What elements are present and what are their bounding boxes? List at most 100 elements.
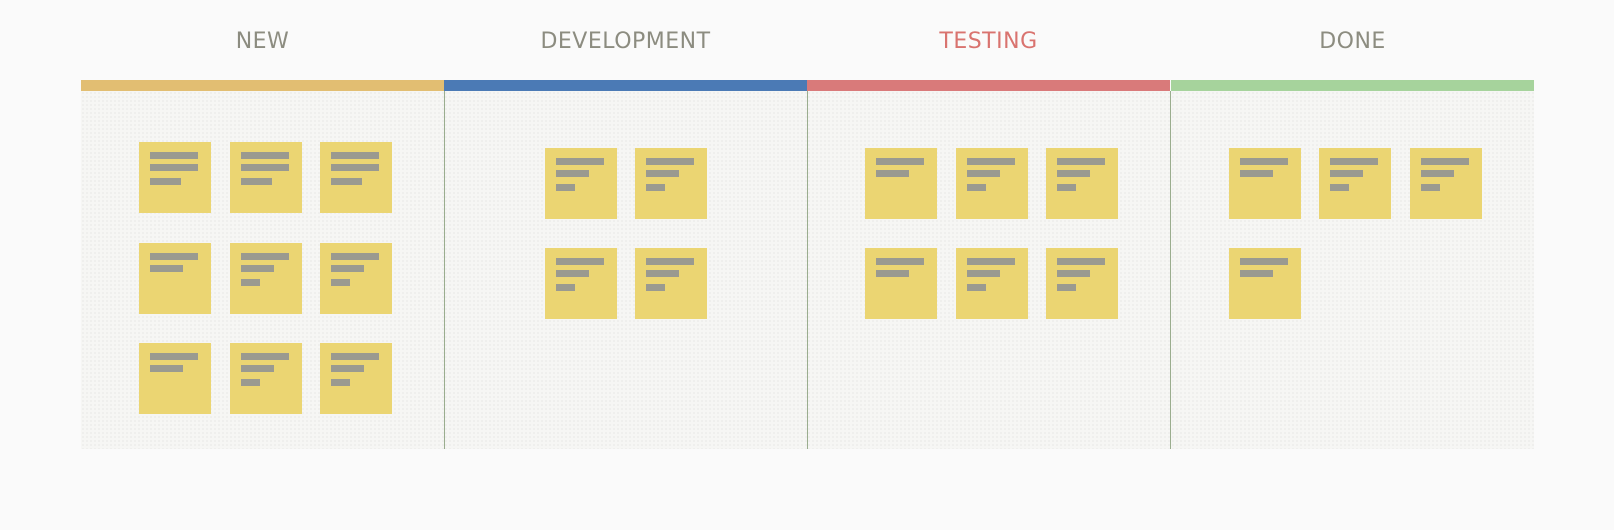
task-card[interactable] (1229, 248, 1301, 319)
card-text-line (646, 170, 679, 177)
column-title-done: DONE (1319, 29, 1386, 54)
card-text-line (967, 158, 1015, 165)
card-text-line (241, 353, 289, 360)
card-text-line (646, 258, 694, 265)
card-text-line (646, 158, 694, 165)
card-text-line (967, 258, 1015, 265)
task-card[interactable] (230, 243, 302, 314)
card-text-line (1057, 270, 1090, 277)
card-text-line (241, 178, 272, 185)
card-text-line (1330, 170, 1363, 177)
task-card[interactable] (320, 343, 392, 414)
task-card[interactable] (1229, 148, 1301, 219)
task-card[interactable] (139, 142, 211, 213)
card-text-line (331, 379, 350, 386)
card-text-line (1240, 158, 1288, 165)
card-text-line (150, 365, 183, 372)
task-card[interactable] (865, 248, 937, 319)
card-text-line (646, 270, 679, 277)
column-title-new: NEW (235, 29, 290, 54)
card-text-line (556, 284, 575, 291)
task-card[interactable] (956, 248, 1028, 319)
column-bar-done (1171, 80, 1534, 91)
card-text-line (241, 152, 289, 159)
column-title-testing: TESTING (939, 29, 1038, 54)
card-text-line (1057, 184, 1076, 191)
card-text-line (556, 270, 589, 277)
card-text-line (876, 270, 909, 277)
card-text-line (331, 265, 364, 272)
card-text-line (150, 178, 181, 185)
card-text-line (556, 258, 604, 265)
column-divider (807, 91, 808, 449)
task-card[interactable] (1319, 148, 1391, 219)
card-text-line (241, 265, 274, 272)
task-card[interactable] (1046, 248, 1118, 319)
column-body-testing (807, 91, 1170, 449)
card-text-line (1240, 258, 1288, 265)
card-text-line (241, 164, 289, 171)
card-text-line (331, 353, 379, 360)
column-development: DEVELOPMENT (444, 0, 807, 530)
task-card[interactable] (230, 343, 302, 414)
task-card[interactable] (320, 243, 392, 314)
card-text-line (1057, 284, 1076, 291)
column-testing: TESTING (807, 0, 1170, 530)
card-text-line (331, 178, 362, 185)
card-text-line (1057, 158, 1105, 165)
card-text-line (1330, 184, 1349, 191)
card-text-line (241, 365, 274, 372)
kanban-board: NEW DEVELOPMENT TESTING (81, 0, 1534, 530)
card-text-line (150, 265, 183, 272)
task-card[interactable] (1046, 148, 1118, 219)
card-text-line (1330, 158, 1378, 165)
card-text-line (646, 184, 665, 191)
column-divider (444, 91, 445, 449)
task-card[interactable] (635, 248, 707, 319)
task-card[interactable] (956, 148, 1028, 219)
card-text-line (646, 284, 665, 291)
task-card[interactable] (139, 243, 211, 314)
card-text-line (331, 279, 350, 286)
task-card[interactable] (320, 142, 392, 213)
card-text-line (876, 170, 909, 177)
card-text-line (1421, 158, 1469, 165)
card-text-line (1240, 170, 1273, 177)
card-text-line (1421, 184, 1440, 191)
card-text-line (967, 284, 986, 291)
card-text-line (331, 152, 379, 159)
column-bar-new (81, 80, 444, 91)
task-card[interactable] (635, 148, 707, 219)
task-card[interactable] (1410, 148, 1482, 219)
card-text-line (1240, 270, 1273, 277)
card-text-line (331, 164, 379, 171)
card-text-line (331, 253, 379, 260)
card-text-line (876, 158, 924, 165)
column-body-development (444, 91, 807, 449)
column-done: DONE (1171, 0, 1534, 530)
task-card[interactable] (139, 343, 211, 414)
task-card[interactable] (545, 148, 617, 219)
task-card[interactable] (545, 248, 617, 319)
card-text-line (556, 170, 589, 177)
task-card[interactable] (230, 142, 302, 213)
card-text-line (331, 365, 364, 372)
card-text-line (150, 152, 198, 159)
column-divider (1170, 91, 1171, 449)
card-text-line (967, 270, 1000, 277)
card-text-line (1057, 258, 1105, 265)
card-text-line (1057, 170, 1090, 177)
column-bar-development (444, 80, 807, 91)
card-text-line (241, 279, 260, 286)
card-text-line (1421, 170, 1454, 177)
card-text-line (241, 253, 289, 260)
card-text-line (150, 164, 198, 171)
card-text-line (150, 353, 198, 360)
card-text-line (967, 184, 986, 191)
column-body-new (81, 91, 444, 449)
card-text-line (967, 170, 1000, 177)
column-bar-testing (807, 80, 1170, 91)
column-body-done (1171, 91, 1534, 449)
task-card[interactable] (865, 148, 937, 219)
card-text-line (876, 258, 924, 265)
